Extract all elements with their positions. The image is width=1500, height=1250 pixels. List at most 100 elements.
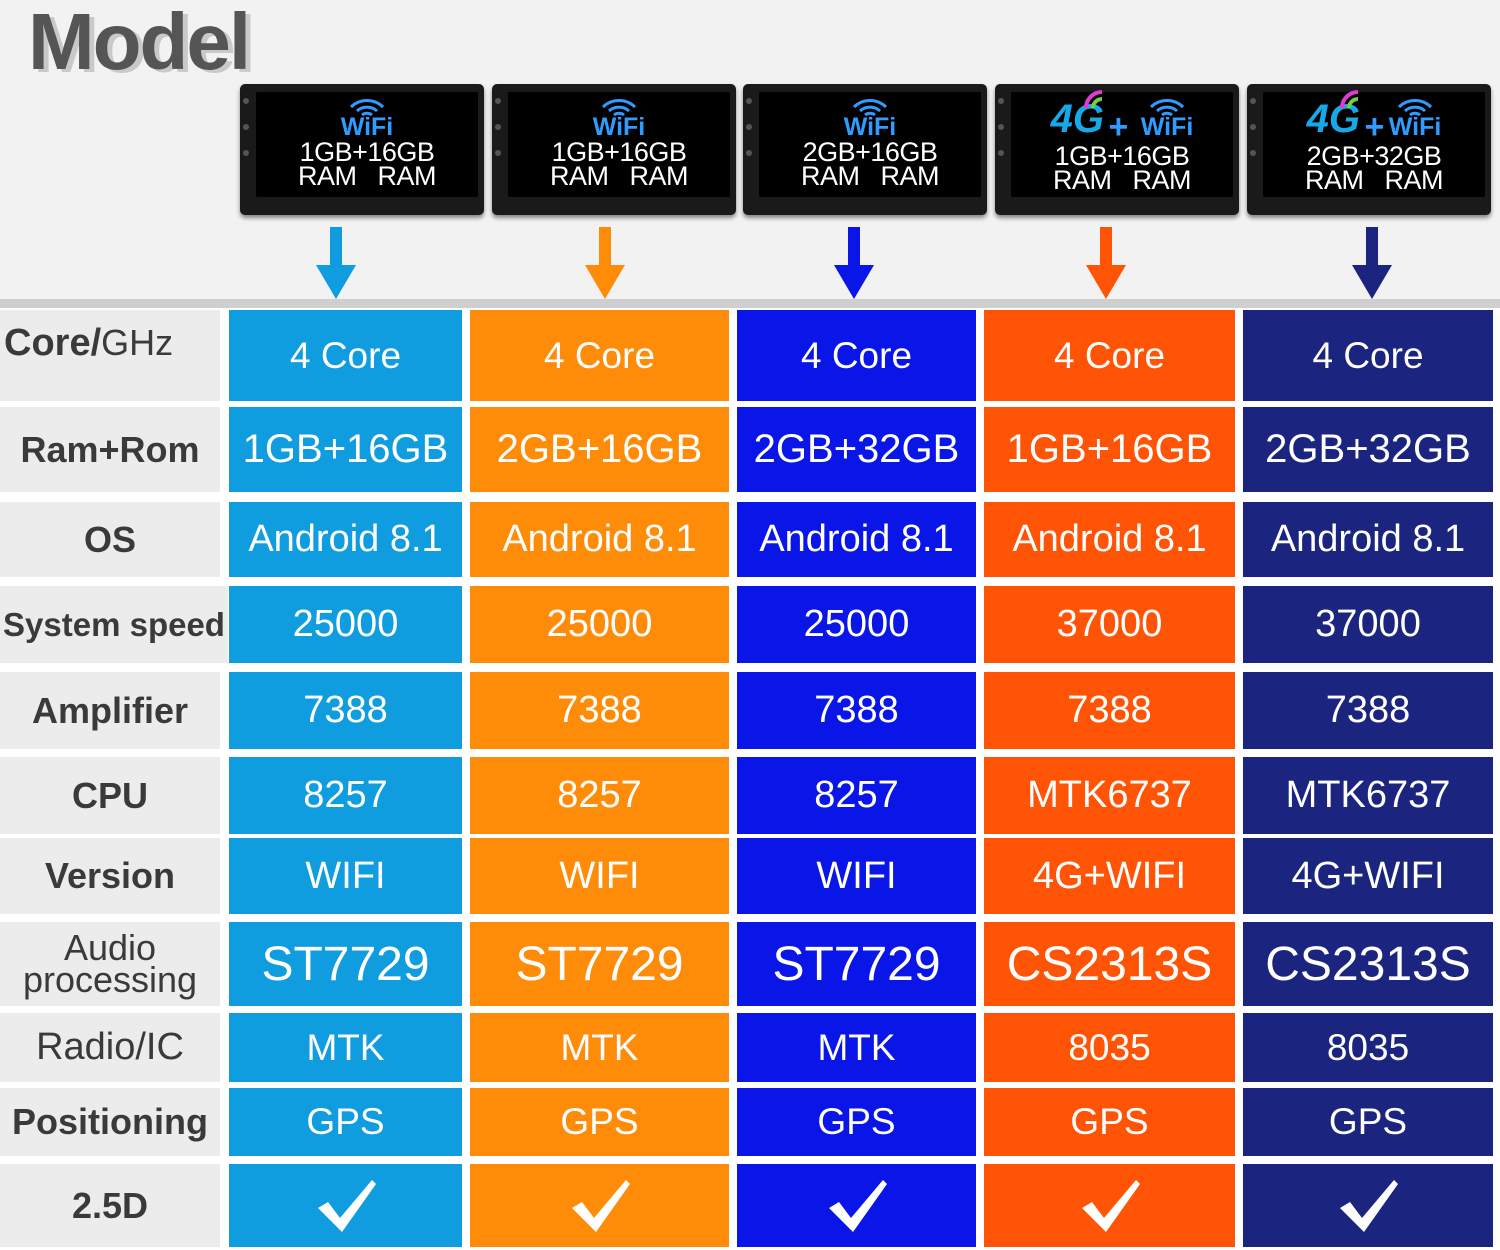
arrow-down-icon <box>1352 227 1392 299</box>
wifi-badge: WiFi <box>843 92 897 141</box>
cell-core-5: 4 Core <box>1243 310 1493 401</box>
cell-cpu-2: 8257 <box>470 757 729 834</box>
cell-core-4: 4 Core <box>984 310 1235 401</box>
device-memory-units: RAM RAM <box>549 161 689 191</box>
cell-amplifier-5: 7388 <box>1243 672 1493 749</box>
device-model-4: 4G + WiFi 1GB+16GB RAM RAM <box>995 84 1239 215</box>
cell-os-3: Android 8.1 <box>737 502 976 577</box>
cell-positioning-2: GPS <box>470 1088 729 1156</box>
cell-audio-processing-3: ST7729 <box>737 922 976 1006</box>
wifi-badge: WiFi <box>592 92 646 141</box>
cell-audio-processing-5: CS2313S <box>1243 922 1493 1006</box>
cell-positioning-5: GPS <box>1243 1088 1493 1156</box>
cell-os-2: Android 8.1 <box>470 502 729 577</box>
cell-ram-rom-4: 1GB+16GB <box>984 407 1235 492</box>
device-memory: 1GB+16GB <box>299 137 435 167</box>
cell-amplifier-3: 7388 <box>737 672 976 749</box>
device-memory-units: RAM RAM <box>1304 165 1444 195</box>
cell-radio-ic-1: MTK <box>229 1013 462 1082</box>
signal-arc-icon <box>1340 90 1359 109</box>
cell-radio-ic-3: MTK <box>737 1013 976 1082</box>
cell-audio-processing-1: ST7729 <box>229 922 462 1006</box>
cell-cpu-4: MTK6737 <box>984 757 1235 834</box>
signal-arc-icon <box>1084 90 1103 109</box>
wifi-icon <box>1150 99 1185 117</box>
cell-radio-ic-4: 8035 <box>984 1013 1235 1082</box>
wifi-label: WiFi <box>1388 113 1442 141</box>
row-label-amplifier: Amplifier <box>0 672 220 749</box>
row-label-system-speed: System speed <box>0 586 228 663</box>
wifi-icon <box>1398 99 1433 117</box>
device-memory-units: RAM RAM <box>800 161 940 191</box>
cell-cpu-1: 8257 <box>229 757 462 834</box>
row-label-os: OS <box>0 502 220 577</box>
cell-system-speed-4: 37000 <box>984 586 1235 663</box>
cell-ram-rom-5: 2GB+32GB <box>1243 407 1493 492</box>
cell-cpu-3: 8257 <box>737 757 976 834</box>
divider <box>0 299 1500 308</box>
cell-ram-rom-2: 2GB+16GB <box>470 407 729 492</box>
cell-version-1: WIFI <box>229 838 462 914</box>
wifi-badge: WiFi <box>1141 92 1193 140</box>
cell-display-1 <box>229 1164 462 1247</box>
cell-positioning-3: GPS <box>737 1088 976 1156</box>
cell-display-3 <box>737 1164 976 1247</box>
cell-display-5 <box>1243 1164 1493 1247</box>
cell-amplifier-4: 7388 <box>984 672 1235 749</box>
cell-os-4: Android 8.1 <box>984 502 1235 577</box>
cell-core-1: 4 Core <box>229 310 462 401</box>
arrow-down-icon <box>316 227 356 299</box>
cell-radio-ic-5: 8035 <box>1243 1013 1493 1082</box>
device-memory: 1GB+16GB <box>1054 141 1190 171</box>
device-memory-units: RAM RAM <box>1052 165 1192 195</box>
page-title: Model <box>28 0 251 86</box>
row-label-audio-processing: Audio processing <box>0 922 220 1006</box>
wifi-label: WiFi <box>592 113 646 141</box>
plus-sign: + <box>1108 108 1129 146</box>
row-label-audio-line1: Audio <box>63 927 157 968</box>
device-memory: 2GB+16GB <box>802 137 938 167</box>
row-label-core-main: Core/ <box>4 322 102 364</box>
cell-version-4: 4G+WIFI <box>984 838 1235 914</box>
row-label-cpu: CPU <box>0 757 220 834</box>
row-label-core: Core/GHz <box>0 310 220 401</box>
checkmark-icon <box>317 1179 376 1232</box>
cell-amplifier-1: 7388 <box>229 672 462 749</box>
device-model-3: WiFi 2GB+16GB RAM RAM <box>743 84 987 215</box>
cell-radio-ic-2: MTK <box>470 1013 729 1082</box>
cell-display-2 <box>470 1164 729 1247</box>
cell-audio-processing-2: ST7729 <box>470 922 729 1006</box>
row-label-audio-line2: processing <box>22 959 198 1000</box>
badge-4g: 4G <box>1307 90 1360 140</box>
arrow-down-icon <box>834 227 874 299</box>
cell-version-5: 4G+WIFI <box>1243 838 1493 914</box>
device-model-2: WiFi 1GB+16GB RAM RAM <box>492 84 736 215</box>
cell-audio-processing-4: CS2313S <box>984 922 1235 1006</box>
device-memory: 1GB+16GB <box>551 137 687 167</box>
cell-positioning-4: GPS <box>984 1088 1235 1156</box>
cell-ram-rom-3: 2GB+32GB <box>737 407 976 492</box>
checkmark-icon <box>571 1179 630 1232</box>
device-memory: 2GB+32GB <box>1306 141 1442 171</box>
cell-cpu-5: MTK6737 <box>1243 757 1493 834</box>
wifi-badge: WiFi <box>1388 92 1442 141</box>
checkmark-icon <box>1081 1179 1140 1232</box>
device-model-5: 4G + WiFi 2GB+32GB RAM RAM <box>1247 84 1491 215</box>
cell-version-2: WIFI <box>470 838 729 914</box>
cell-system-speed-3: 25000 <box>737 586 976 663</box>
checkmark-icon <box>1340 1179 1398 1232</box>
cell-os-1: Android 8.1 <box>229 502 462 577</box>
wifi-icon <box>852 99 888 117</box>
cell-core-3: 4 Core <box>737 310 976 401</box>
cell-os-5: Android 8.1 <box>1243 502 1493 577</box>
wifi-label: WiFi <box>843 113 897 141</box>
device-model-1: WiFi 1GB+16GB RAM RAM <box>240 84 484 215</box>
cell-positioning-1: GPS <box>229 1088 462 1156</box>
cell-system-speed-1: 25000 <box>229 586 462 663</box>
wifi-label: WiFi <box>340 113 394 141</box>
row-label-version: Version <box>0 838 220 914</box>
arrow-down-icon <box>585 227 625 299</box>
cell-core-2: 4 Core <box>470 310 729 401</box>
row-label-positioning: Positioning <box>0 1088 220 1156</box>
cell-amplifier-2: 7388 <box>470 672 729 749</box>
